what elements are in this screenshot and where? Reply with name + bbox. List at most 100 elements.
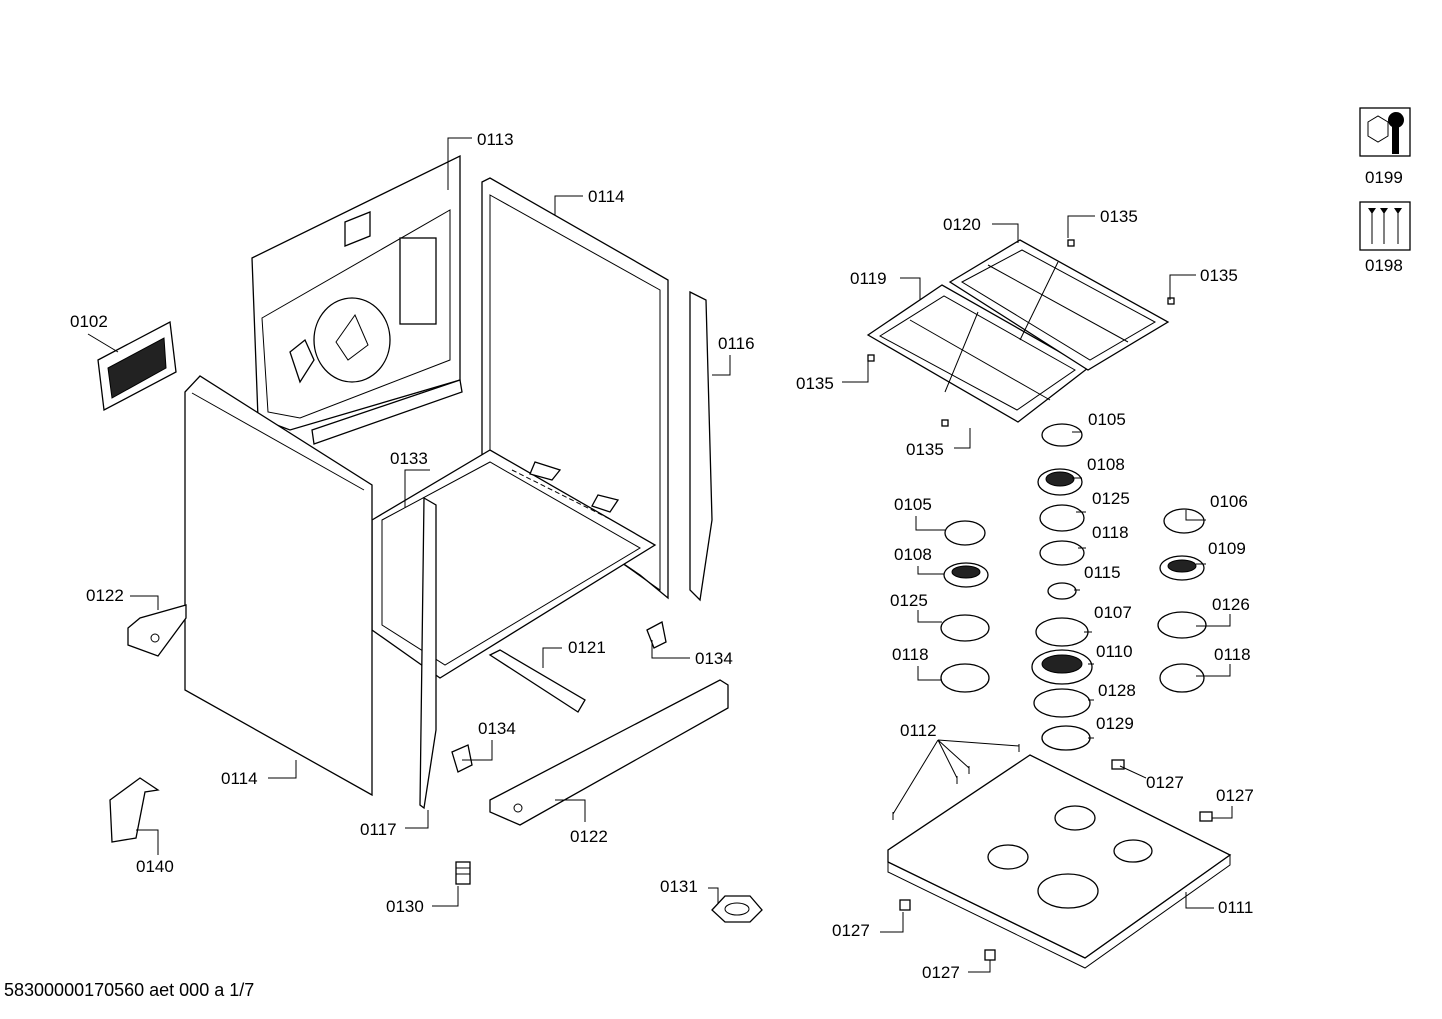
- leader-line: [651, 640, 690, 659]
- leader-line: [542, 647, 562, 668]
- part-number-label: 0116: [718, 334, 755, 353]
- leader-line: [87, 333, 119, 353]
- part-number-label: 0133: [390, 449, 428, 468]
- back-panel: [251, 154, 463, 445]
- leader-line: [954, 428, 971, 449]
- side-panel-left: [184, 375, 373, 797]
- leader-lines: [87, 137, 1233, 973]
- side-rail-0116: [689, 290, 713, 602]
- leader-line: [892, 739, 1020, 815]
- leader-line: [405, 810, 429, 829]
- small-clips: [867, 239, 1213, 961]
- leader-line: [915, 516, 946, 531]
- part-number-label: 0131: [660, 877, 698, 896]
- part-number-label: 0105: [894, 495, 932, 514]
- bracket-0122-left: [127, 604, 187, 657]
- part-number-label: 0135: [796, 374, 834, 393]
- part-number-label: 0127: [922, 963, 960, 982]
- part-number-label: 0140: [136, 857, 174, 876]
- leader-line: [554, 195, 583, 215]
- part-number-label: 0121: [568, 638, 606, 657]
- part-number-label: 0114: [588, 187, 625, 206]
- leader-line: [136, 829, 159, 855]
- part-number-label: 0114: [221, 769, 258, 788]
- part-number-label: 0117: [360, 820, 397, 839]
- rail-0121: [488, 649, 586, 713]
- part-number-label: 0129: [1096, 714, 1134, 733]
- foot-0130: [455, 861, 471, 885]
- part-number-label: 0122: [570, 827, 608, 846]
- part-number-label: 0127: [1216, 786, 1254, 805]
- leader-line: [1196, 614, 1231, 627]
- part-number-label: 0135: [1200, 266, 1238, 285]
- legend-label-0199: 0199: [1365, 168, 1403, 187]
- leader-line: [1185, 892, 1214, 909]
- part-number-label: 0106: [1210, 492, 1248, 511]
- part-number-label: 0111: [1218, 898, 1253, 917]
- leader-line: [130, 595, 159, 610]
- part-number-label: 0118: [1214, 645, 1251, 664]
- grommet-0131: [711, 895, 763, 923]
- part-number-label: 0135: [1100, 207, 1138, 226]
- part-number-label: 0112: [900, 721, 937, 740]
- document-code: 58300000170560 aet 000 a 1/7: [4, 980, 255, 1000]
- part-number-label: 0108: [894, 545, 932, 564]
- pan-support-0120: [948, 239, 1170, 371]
- clip-0134-a: [646, 621, 667, 649]
- hob-plate-0111: [887, 754, 1232, 969]
- leader-line: [1212, 806, 1233, 819]
- part-number-label: 0120: [943, 215, 981, 234]
- part-number-label: 0128: [1098, 681, 1136, 700]
- part-number-label: 0125: [1092, 489, 1130, 508]
- burner-caps: [940, 423, 1207, 751]
- leader-line: [917, 666, 942, 681]
- leader-line: [880, 912, 904, 933]
- screws-icon: [1359, 201, 1411, 251]
- part-number-label: 0126: [1212, 595, 1250, 614]
- leader-line: [1196, 664, 1231, 677]
- front-strip: [419, 496, 437, 810]
- leader-line: [968, 960, 991, 973]
- leader-line: [900, 277, 921, 300]
- legend-label-0198: 0198: [1365, 256, 1403, 275]
- leader-line: [404, 469, 430, 508]
- leader-line: [447, 137, 472, 176]
- part-number-label: 0125: [890, 591, 928, 610]
- part-number-label: 0130: [386, 897, 424, 916]
- part-number-label: 0122: [86, 586, 124, 605]
- part-number-label: 0102: [70, 312, 108, 331]
- part-number-label: 0109: [1208, 539, 1246, 558]
- oven-floor: [371, 449, 657, 679]
- part-number-label: 0115: [1084, 563, 1121, 582]
- leader-line: [555, 799, 586, 822]
- leader-line: [708, 887, 719, 903]
- leader-line: [432, 886, 459, 907]
- part-number-label: 0135: [906, 440, 944, 459]
- part-number-label: 0105: [1088, 410, 1126, 429]
- leader-line: [268, 760, 297, 779]
- part-labels: 0113 0114 0102 0116 0133 0122 0121 0134 0134 0114…: [70, 130, 1254, 982]
- leader-line: [1185, 510, 1206, 521]
- leader-line: [712, 355, 731, 376]
- bracket-0140: [109, 777, 160, 843]
- part-number-label: 0134: [695, 649, 733, 668]
- part-number-label: 0108: [1087, 455, 1125, 474]
- leader-line: [1119, 765, 1147, 779]
- part-number-label: 0113: [477, 130, 514, 149]
- leader-line: [917, 566, 944, 575]
- clip-0134-b: [451, 744, 473, 773]
- part-number-label: 0107: [1094, 603, 1132, 622]
- vent-grille-0102: [97, 320, 177, 412]
- part-number-label: 0118: [1092, 523, 1129, 542]
- part-number-label: 0134: [478, 719, 516, 738]
- leader-line: [917, 610, 942, 623]
- leader-line: [992, 223, 1019, 243]
- part-number-label: 0127: [832, 921, 870, 940]
- leader-line: [1169, 274, 1196, 300]
- part-number-label: 0110: [1096, 642, 1133, 661]
- leader-line: [462, 740, 493, 761]
- rail-0122-bottom: [489, 679, 729, 826]
- part-number-label: 0127: [1146, 773, 1184, 792]
- leader-line: [842, 360, 869, 383]
